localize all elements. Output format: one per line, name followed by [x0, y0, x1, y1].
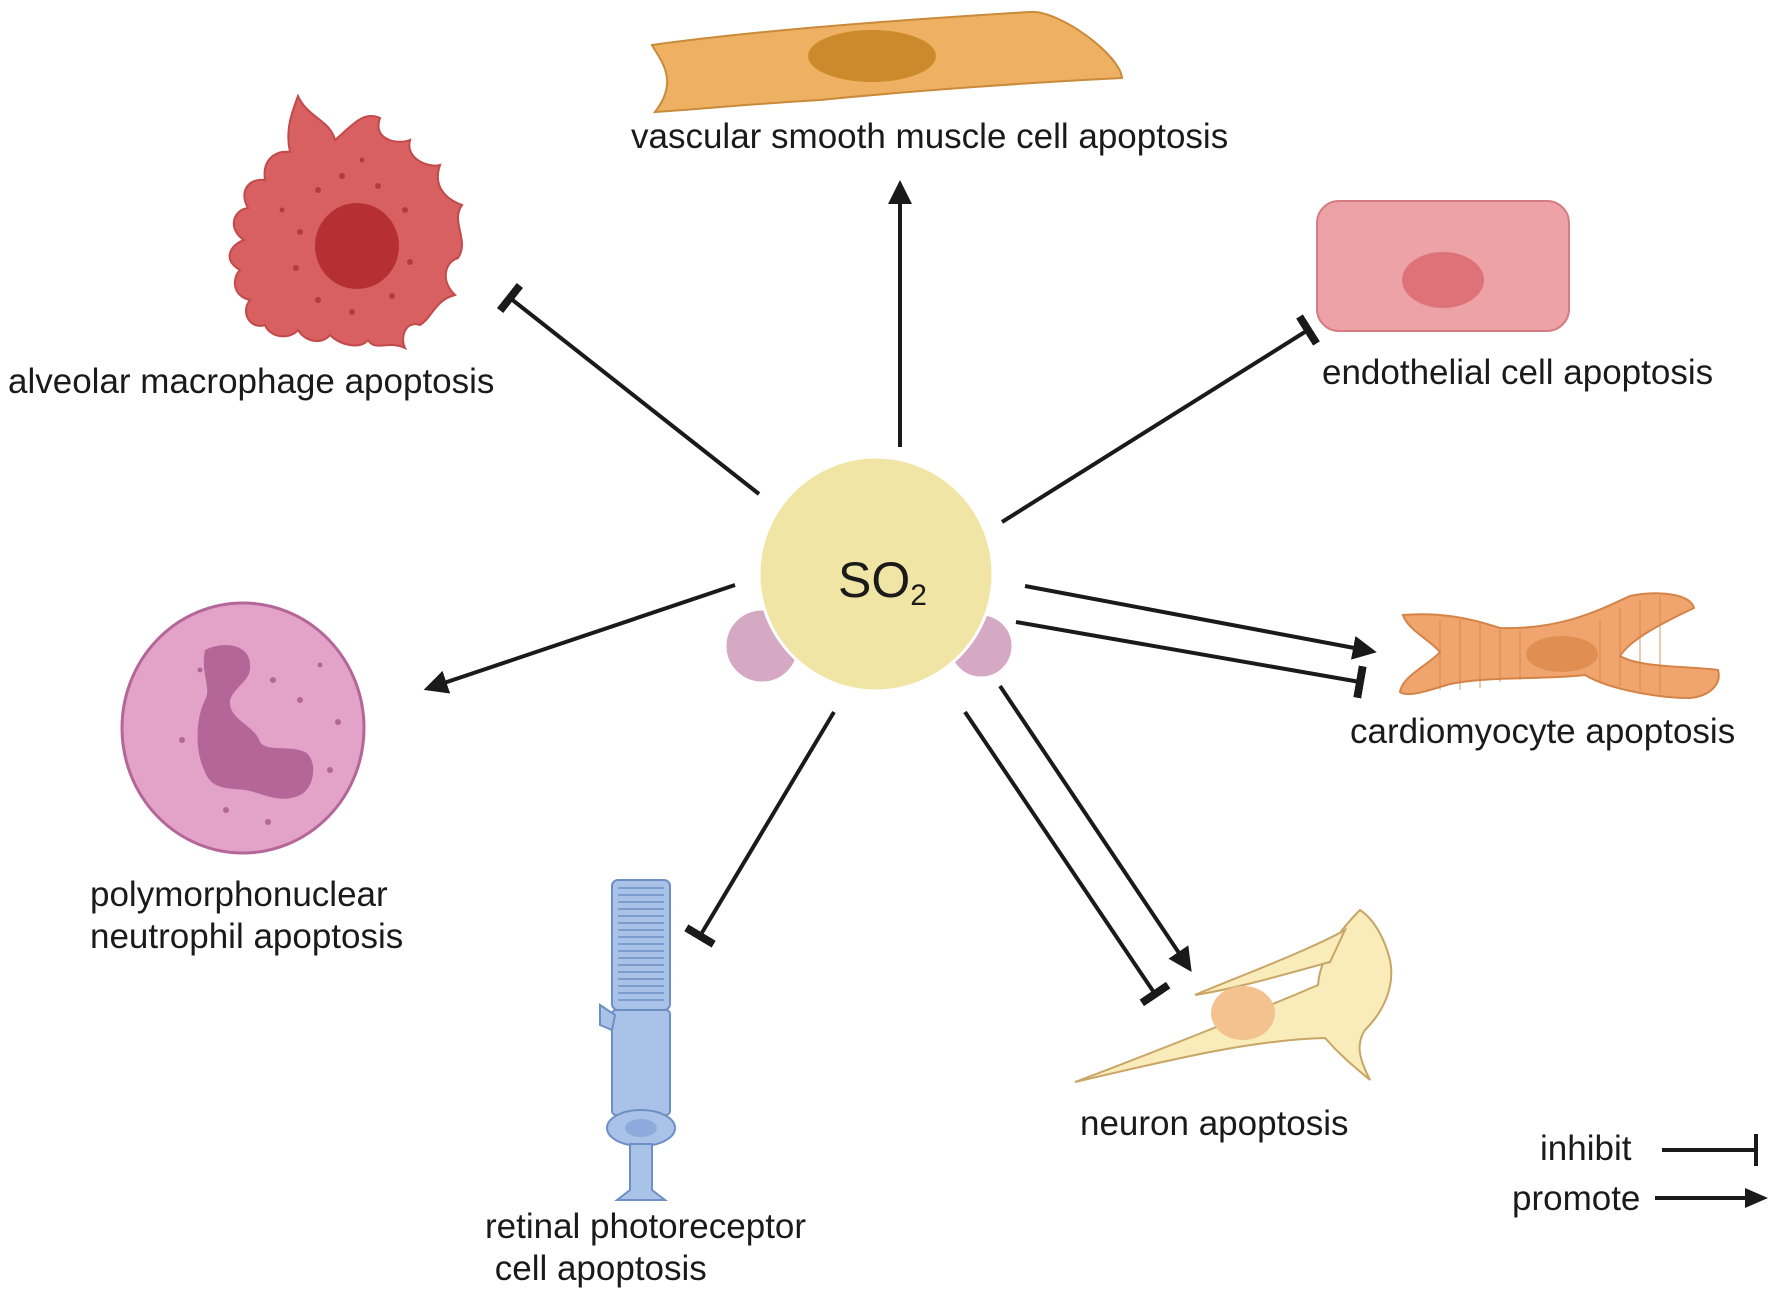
legend-inhibit-label: inhibit [1540, 1129, 1632, 1168]
macrophage-cell-illustration [228, 93, 464, 351]
so2-label-main: SO [838, 552, 910, 608]
edge-cardiomyocyte-inhibit [1015, 620, 1367, 699]
endothelial-label: endothelial cell apoptosis [1322, 353, 1713, 392]
edge-endothelial-inhibit [1000, 314, 1320, 524]
neutrophil-cell-illustration [120, 601, 366, 855]
retina-label-line1: retinal photoreceptor [485, 1207, 806, 1246]
legend-promote-label: promote [1512, 1179, 1640, 1218]
neuron-illustration [1074, 908, 1393, 1083]
so2-label-subscript: 2 [910, 579, 927, 612]
retina-label-line2: cell apoptosis [485, 1249, 707, 1288]
cardiomyocyte-label: cardiomyocyte apoptosis [1350, 712, 1735, 751]
pmn-label-line1: polymorphonuclear [90, 875, 388, 914]
so2-sulfur-center [757, 455, 995, 693]
endothelial-cell-illustration [1316, 200, 1570, 332]
vsmc-cell-illustration [650, 10, 1124, 114]
neuron-label: neuron apoptosis [1080, 1104, 1349, 1143]
so2-label: SO2 [838, 552, 927, 612]
edge-macrophage-inhibit [496, 282, 761, 496]
photoreceptor-illustration [599, 879, 676, 1201]
vsmc-label: vascular smooth muscle cell apoptosis [631, 117, 1228, 156]
edge-neuron-inhibit [963, 710, 1171, 1007]
edge-neuron-promote [998, 684, 1192, 972]
edge-cardiomyocyte-promote [1024, 584, 1377, 660]
legend: inhibit promote [1512, 1129, 1768, 1218]
edge-retina-inhibit [684, 710, 836, 948]
edge-pmn-promote [423, 583, 736, 694]
so2-molecule: SO2 [723, 455, 1015, 693]
legend-promote-arrowhead [1745, 1188, 1768, 1208]
macrophage-label: alveolar macrophage apoptosis [8, 362, 494, 401]
cardiomyocyte-illustration [1398, 592, 1720, 700]
pmn-label-line2: neutrophil apoptosis [90, 917, 403, 956]
